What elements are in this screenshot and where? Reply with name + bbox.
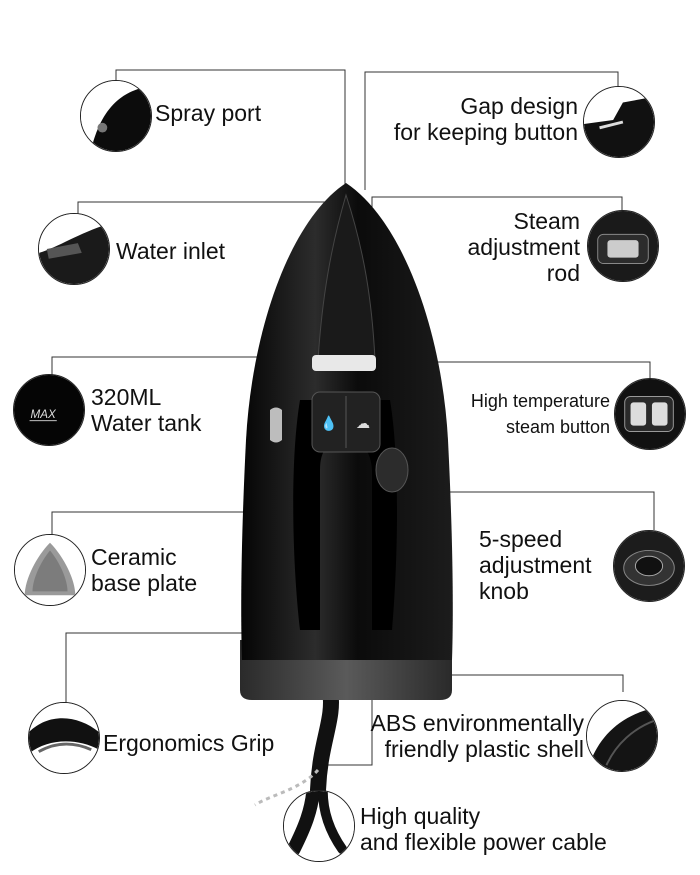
spray-nozzle-icon bbox=[80, 80, 152, 152]
shell-label: ABS environmentally friendly plastic she… bbox=[370, 710, 585, 762]
handle-grip-icon bbox=[28, 702, 100, 774]
soleplate-icon bbox=[14, 534, 86, 606]
water-tank-label: 320ML Water tank bbox=[91, 384, 202, 436]
max-mark: MAX bbox=[31, 408, 57, 421]
spray-port-label: Spray port bbox=[155, 100, 262, 126]
plastic-shell-icon bbox=[586, 700, 658, 772]
steam-rod-icon bbox=[587, 210, 659, 282]
svg-text:☁: ☁ bbox=[356, 416, 370, 432]
cable-label: High quality and flexible power cable bbox=[360, 803, 607, 855]
gap-slot-icon bbox=[583, 86, 655, 158]
water-tank-max-icon: MAX bbox=[13, 374, 85, 446]
power-cable bbox=[310, 682, 339, 798]
grip-label: Ergonomics Grip bbox=[103, 730, 275, 756]
high-temp-steam-label: High temperature steam button bbox=[470, 391, 610, 437]
steam-buttons-icon bbox=[614, 378, 686, 450]
speed-knob-label: 5-speed adjustment knob bbox=[479, 526, 592, 604]
gap-design-label: Gap design for keeping button bbox=[393, 93, 578, 145]
water-inlet-flap-icon bbox=[38, 213, 110, 285]
water-inlet-label: Water inlet bbox=[116, 238, 226, 264]
base-plate-label: Ceramic base plate bbox=[91, 544, 198, 596]
steam-rod-label: Steam adjustment rod bbox=[467, 208, 580, 286]
power-cable-icon bbox=[283, 790, 355, 862]
svg-text:💧: 💧 bbox=[320, 415, 337, 432]
dial-knob-icon bbox=[613, 530, 685, 602]
